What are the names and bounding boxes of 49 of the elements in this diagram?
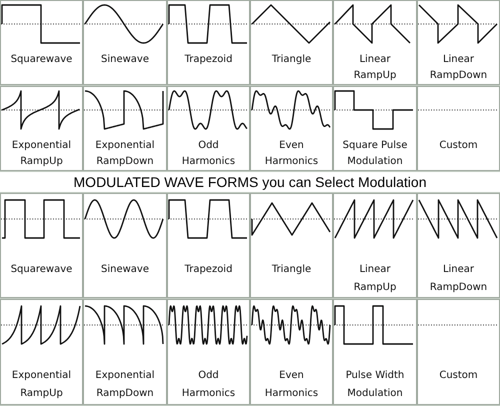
waveform-tile bbox=[167, 193, 250, 298]
waveform-label: Even Harmonics bbox=[264, 139, 320, 169]
waveform-tile bbox=[167, 0, 250, 85]
waveform-label: Squarewave bbox=[10, 263, 72, 277]
waveform-label: Triangle bbox=[272, 53, 312, 67]
waveform-tile bbox=[250, 299, 333, 405]
waveform-tile bbox=[83, 0, 167, 85]
waveform-tile bbox=[250, 0, 333, 85]
waveform-tile bbox=[83, 299, 167, 405]
waveform-tile bbox=[333, 86, 417, 171]
waveform-label: Squarewave bbox=[10, 53, 72, 67]
waveform-tile bbox=[0, 86, 83, 171]
waveform-label: Even Harmonics bbox=[264, 369, 320, 401]
waveform-label: Sinewave bbox=[101, 263, 149, 277]
waveform-label: Triangle bbox=[272, 263, 312, 277]
waveform-label: Exponential RampUp bbox=[10, 139, 72, 169]
waveform-tile bbox=[333, 193, 417, 298]
waveform-tile bbox=[83, 193, 167, 298]
waveform-label: Linear RampUp bbox=[352, 53, 398, 83]
waveform-tile bbox=[333, 0, 417, 85]
waveform-tile bbox=[83, 86, 167, 171]
waveform-label: Exponential RampDown bbox=[94, 139, 156, 169]
waveform-label: Linear RampUp bbox=[352, 263, 398, 295]
waveform-tile bbox=[250, 193, 333, 298]
waveform-tile bbox=[167, 299, 250, 405]
waveform-tile bbox=[417, 86, 500, 171]
waveform-tile bbox=[333, 299, 417, 405]
waveform-label: Odd Harmonics bbox=[180, 139, 236, 169]
waveform-label: Square Pulse Modulation bbox=[342, 139, 408, 169]
waveform-label: Trapezoid bbox=[184, 263, 232, 277]
waveform-tile bbox=[0, 299, 83, 405]
waveform-tile bbox=[0, 0, 83, 85]
waveform-label: Custom bbox=[439, 139, 478, 153]
waveform-label: Sinewave bbox=[101, 53, 149, 67]
waveform-tile bbox=[0, 193, 83, 298]
diagram-title: MODULATED WAVE FORMS you can Select Modulation bbox=[74, 173, 426, 192]
waveform-tile bbox=[250, 86, 333, 171]
waveform-tile bbox=[417, 0, 500, 85]
waveform-label: Odd Harmonics bbox=[180, 369, 236, 401]
waveform-label: Trapezoid bbox=[184, 53, 232, 67]
waveform-tile bbox=[167, 86, 250, 171]
waveform-label: Linear RampDown bbox=[428, 53, 488, 83]
waveform-label: Exponential RampDown bbox=[94, 369, 156, 401]
waveform-tile bbox=[417, 193, 500, 298]
waveform-label: Pulse Width Modulation bbox=[344, 369, 406, 401]
waveform-tile bbox=[417, 299, 500, 405]
waveform-label: Custom bbox=[439, 369, 478, 383]
waveform-label: Exponential RampUp bbox=[10, 369, 72, 401]
waveform-label: Linear RampDown bbox=[428, 263, 488, 295]
